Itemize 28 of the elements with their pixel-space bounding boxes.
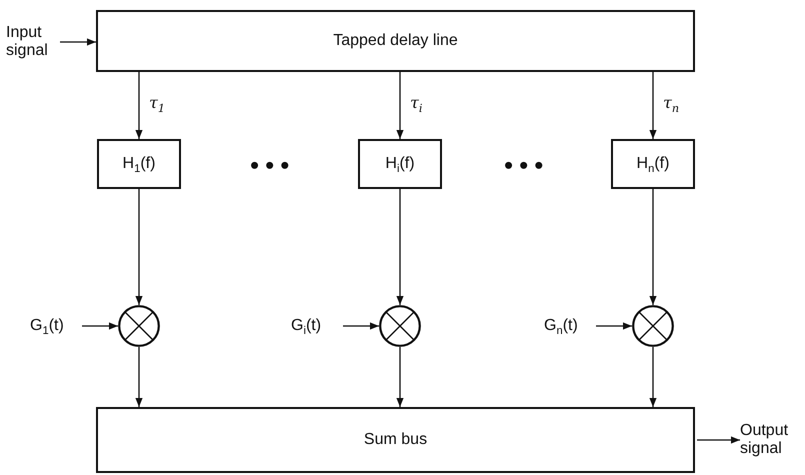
output-label: Output signal <box>740 420 802 460</box>
arrow <box>82 322 118 330</box>
arrow <box>596 322 632 330</box>
gain-label: G$_{i}$(t) <box>291 314 341 338</box>
arrow <box>135 347 143 407</box>
multiplier-symbol <box>379 305 421 347</box>
gain-label: G$_{n}$(t) <box>544 314 594 338</box>
ellipsis-dots: ••• <box>250 152 296 178</box>
filter-box: H$_{i}$(f) <box>358 139 442 189</box>
sum-bus-box: Sum bus <box>96 407 695 473</box>
arrow <box>697 436 740 444</box>
arrow <box>135 189 143 305</box>
arrow <box>396 347 404 407</box>
arrow <box>60 38 96 46</box>
filter-box: H$_{1}$(f) <box>97 139 181 189</box>
multiplier-symbol <box>118 305 160 347</box>
arrow <box>649 347 657 407</box>
input-label: Input signal <box>6 22 58 62</box>
arrow <box>396 72 404 139</box>
gain-label: G$_{1}$(t) <box>30 314 80 338</box>
arrow <box>396 189 404 305</box>
arrow <box>649 72 657 139</box>
multiplier-symbol <box>632 305 674 347</box>
arrow <box>649 189 657 305</box>
arrow <box>343 322 379 330</box>
filter-box: H$_{n}$(f) <box>611 139 695 189</box>
arrow <box>135 72 143 139</box>
ellipsis-dots: ••• <box>504 152 550 178</box>
